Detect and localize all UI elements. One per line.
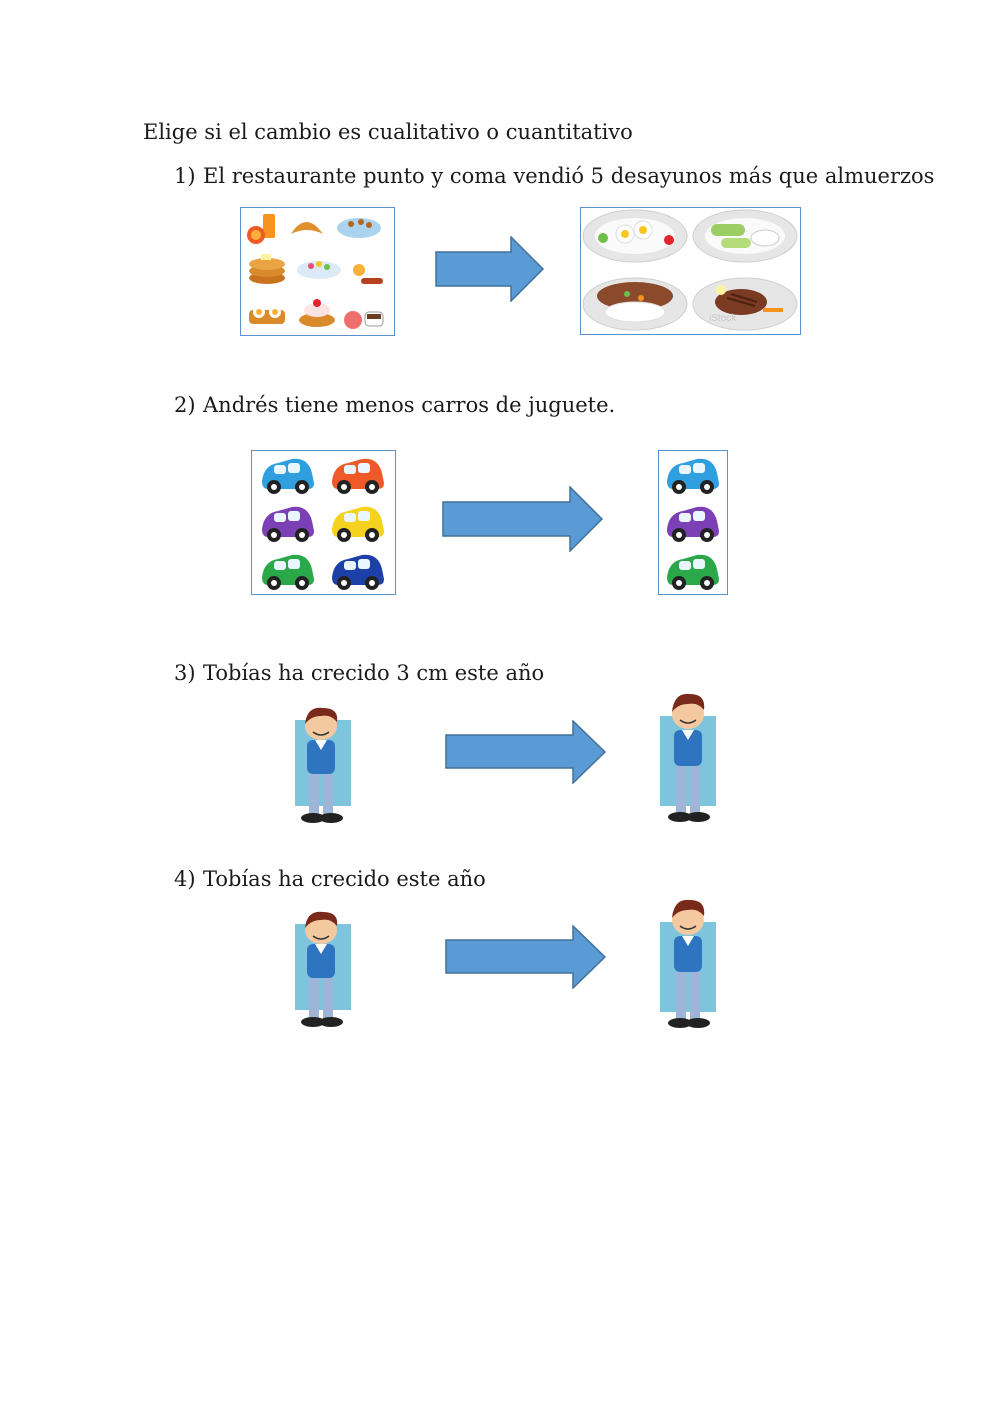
boy-picture-after (660, 899, 716, 1028)
worksheet-instruction: Elige si el cambio es cualitativo o cuan… (143, 120, 633, 144)
boy-picture-before (295, 911, 351, 1027)
item-1-text: El restaurante punto y coma vendió 5 des… (203, 164, 935, 188)
breakfast-foods-picture (240, 207, 395, 336)
right-arrow-icon (435, 236, 545, 302)
boy-picture-after (660, 693, 716, 822)
right-arrow-icon (445, 720, 607, 784)
item-3-text: Tobías ha crecido 3 cm este año (203, 661, 545, 685)
item-2-text: Andrés tiene menos carros de juguete. (203, 393, 616, 417)
stock-watermark: iStock (709, 313, 737, 324)
item-4-number: 4) (174, 867, 196, 891)
item-1-number: 1) (174, 164, 196, 188)
item-2-number: 2) (174, 393, 196, 417)
item-4-text: Tobías ha crecido este año (203, 867, 486, 891)
toy-cars-picture-six (251, 450, 396, 595)
right-arrow-icon (442, 486, 604, 552)
boy-picture-before (295, 707, 351, 823)
right-arrow-icon (445, 925, 607, 989)
item-3-number: 3) (174, 661, 196, 685)
lunch-plates-picture: iStock (580, 207, 801, 335)
toy-cars-picture-three (658, 450, 728, 595)
